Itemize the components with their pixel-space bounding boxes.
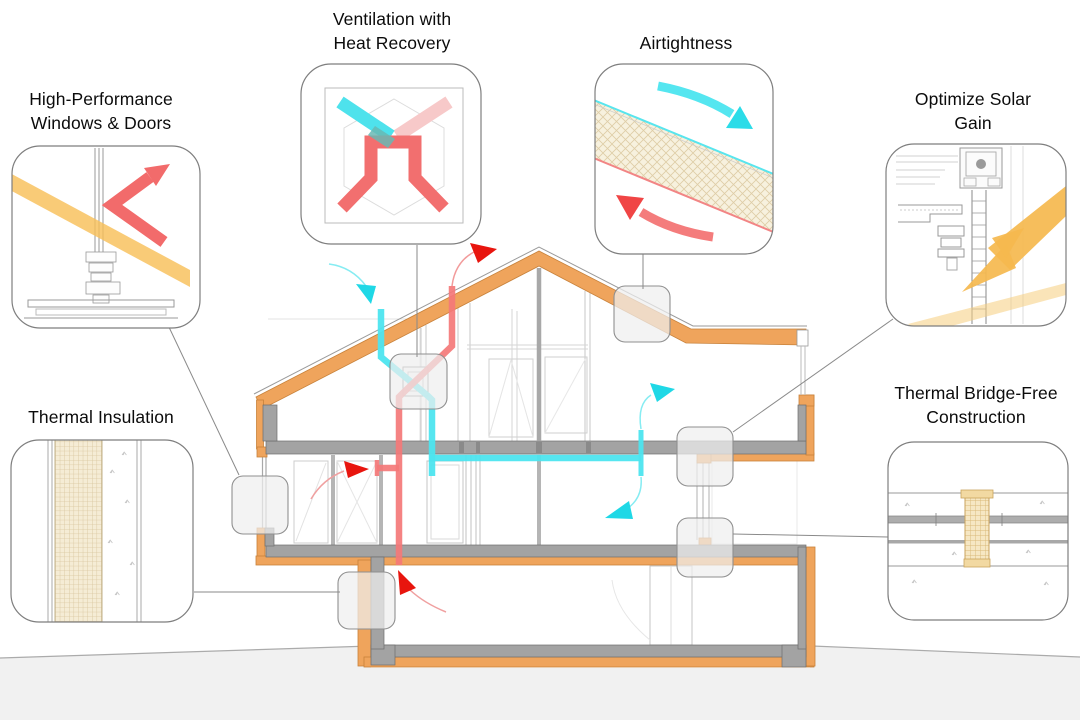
return-air-band [337, 135, 449, 213]
callout-thermal-bridge [887, 441, 1069, 621]
detail-marker-bridge [676, 517, 734, 578]
fresh-air-arrow [657, 81, 735, 118]
extract-air-arrow [409, 589, 447, 613]
detail-marker-ventilation [389, 353, 448, 410]
label-high-performance-windows: High-Performance Windows & Doors [29, 89, 173, 133]
roller-blind-drawing [959, 147, 1003, 324]
ground-floor-right-wall [797, 546, 807, 650]
thermal-break-block [960, 489, 994, 568]
flat-roof-edge [796, 329, 809, 347]
hexagon-outline [343, 98, 445, 216]
insulation-hatch-icon [55, 440, 102, 622]
supply-air-arrow [639, 394, 652, 430]
air-flow-arrows [310, 243, 675, 613]
detail-marker-airtightness [613, 285, 671, 343]
roof-surface-line [253, 246, 807, 395]
label-airtightness: Airtightness [639, 33, 733, 53]
house-section [231, 243, 816, 668]
exhaust-out-band [393, 96, 453, 142]
exhaust-air-arrow [451, 251, 475, 287]
middle-storey-interior [261, 455, 710, 545]
heat-transfer-overlap [368, 126, 395, 148]
partition-wall [331, 455, 335, 545]
callout-connectors [167, 245, 894, 593]
label-optimize-solar-gain: Optimize Solar Gain [914, 89, 1032, 133]
sun-ray-icon [908, 186, 1066, 326]
bottom-slab [370, 644, 807, 658]
partition-wall [379, 455, 383, 545]
label-thermal-insulation: Thermal Insulation [28, 407, 174, 427]
airtight-membrane-warm [595, 153, 773, 239]
callout-airtightness [594, 63, 774, 255]
left-wall-insulation [256, 399, 264, 450]
detail-markers [231, 285, 734, 630]
detail-marker-insulation [337, 571, 396, 630]
label-ventilation-heat-recovery: Ventilation with Heat Recovery [332, 9, 452, 53]
heat-exchanger-icon [336, 96, 453, 213]
callout-solar-gain [885, 143, 1067, 327]
ground-line-left [0, 645, 372, 659]
label-thermal-bridge-free: Thermal Bridge-Free Construction [894, 383, 1058, 427]
ground-storey-interior [611, 565, 693, 646]
interior-glazing [336, 460, 378, 544]
clerestory-window [800, 346, 806, 395]
exhaust-air-arrow [638, 208, 714, 242]
supply-air-arrow [627, 476, 642, 509]
sun-ray-icon [12, 172, 190, 287]
callout-windows [11, 145, 201, 329]
reflected-heat-arrow [101, 172, 168, 247]
roof-insulation [255, 250, 807, 410]
airtight-membrane-cold [595, 95, 773, 181]
extract-air-arrow [310, 470, 345, 500]
insulation-hatch-icon [595, 96, 773, 238]
detail-marker-solar [676, 426, 734, 487]
callout-ventilation [300, 63, 482, 245]
detail-marker-windows [231, 475, 289, 535]
callout-thermal-insulation [10, 439, 194, 623]
interior-door [293, 460, 329, 544]
fresh-in-band [336, 96, 395, 142]
slab-insulation [363, 656, 815, 668]
window-section-drawing [24, 148, 178, 319]
upper-storey-windows [420, 291, 591, 441]
fresh-air-arrow [328, 263, 367, 287]
ground-line-right [811, 645, 1080, 658]
